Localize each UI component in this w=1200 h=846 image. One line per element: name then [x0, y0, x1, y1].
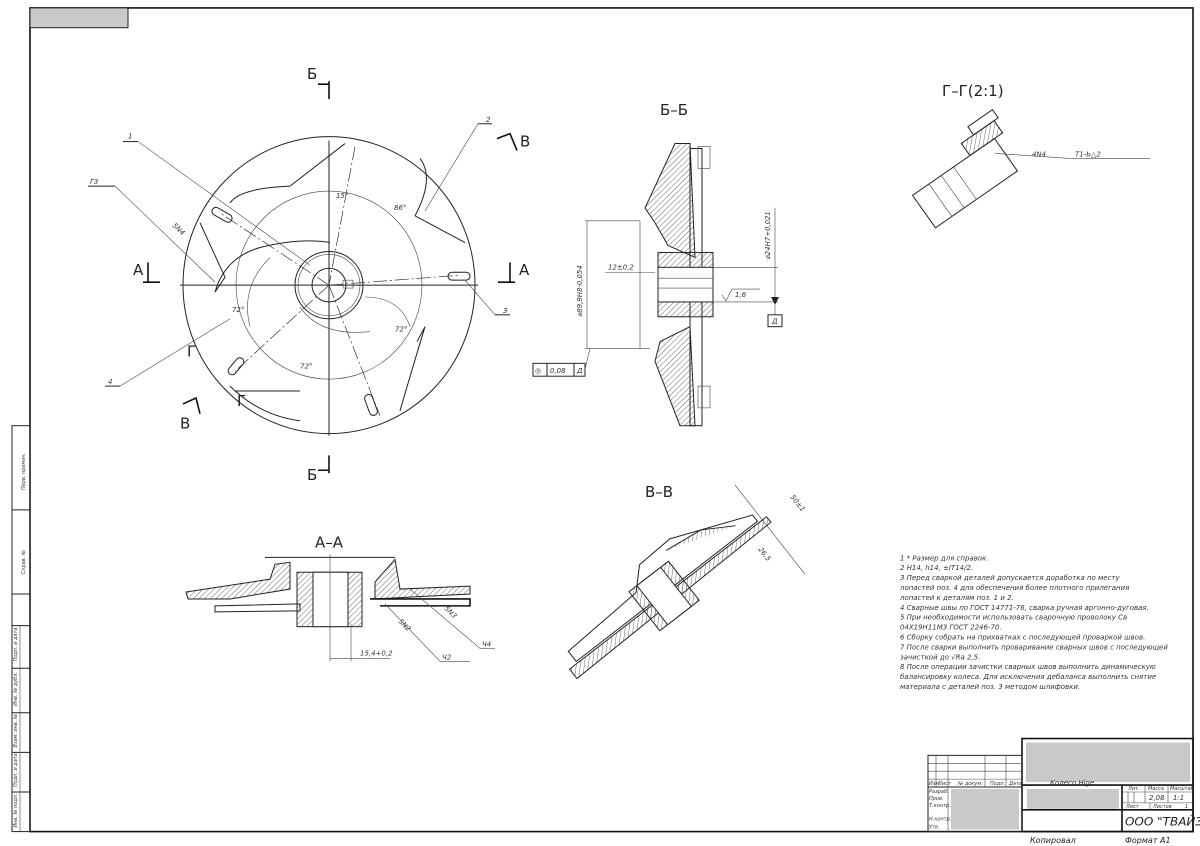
title-block: Колесо Hige Лит. Масса Масштаб 2,08 1:1 … — [927, 737, 1200, 833]
top-left-stamp — [30, 7, 128, 28]
role-label: Т.контр. — [929, 803, 951, 809]
hub-dim: 15,4+0,2 — [360, 649, 393, 657]
outer-diameter-dim: ⌀89,9H8-0,054 — [576, 265, 584, 316]
rev-header: Подп. — [990, 781, 1005, 787]
stamp-label: Подп. и дата — [13, 753, 19, 787]
note-line: 4 Сварные швы по ГОСТ 14771-76, сварка р… — [900, 604, 1149, 612]
section-title: В–В — [645, 483, 673, 501]
section-mark-v: В — [180, 415, 190, 433]
note-line: балансировку колеса. Для исключения деба… — [900, 673, 1156, 681]
rev-header: Дата — [1008, 781, 1022, 787]
note-line: зачисткой до √Ra 2,5. — [900, 653, 980, 661]
angle-dim: 72° — [232, 306, 244, 314]
concentricity-symbol: ◎ — [535, 367, 541, 375]
main-view-impeller: 1 2 3 4 Г3 5N4 15° 86° 72° 72° 72° Б Б А… — [88, 65, 530, 484]
note-line: 04Х19Н11М3 ГОСТ 2246-70. — [900, 624, 1002, 632]
note-line: лопастей к деталям поз. 1 и 2. — [899, 594, 1014, 602]
copied-label: Копировал — [1030, 836, 1076, 845]
section-mark-b: Б — [307, 466, 317, 484]
weld-flag: Ч2 — [442, 653, 451, 661]
technical-notes: 1 * Размер для справок. 2 Н14, h14, ±IT1… — [899, 554, 1168, 691]
callout-4: 4 — [108, 378, 112, 386]
sheets-value: 1 — [1185, 804, 1188, 810]
weld-dim: 4N4 — [1032, 150, 1046, 158]
roughness-mark: 1,6 — [735, 291, 747, 299]
side-stamp: Перв. примен. Справ. № Подп. и дата Инв.… — [11, 425, 31, 833]
section-mark-g: Г — [187, 342, 196, 360]
callout-1: 1 — [128, 133, 132, 141]
mass-header: Масса — [1148, 786, 1164, 792]
note-line: 7 После сварки выполнить проваривание св… — [900, 643, 1168, 651]
section-mark-v: В — [520, 133, 530, 151]
rev-header: № докум. — [957, 781, 983, 787]
format-label: Формат A1 — [1125, 836, 1171, 845]
note-line: лопастей поз. 4 для обеспечения более пл… — [899, 584, 1129, 592]
section-title: Б–Б — [660, 101, 688, 119]
scale-value: 1:1 — [1173, 794, 1184, 802]
weld-dim: 5N3 — [443, 605, 459, 621]
callout-3: 3 — [503, 307, 507, 315]
mass-value: 2,08 — [1149, 794, 1165, 802]
rev-header: Изм. — [929, 781, 941, 787]
callout-2: 2 — [486, 116, 490, 124]
rev-header: Лист — [937, 781, 952, 787]
section-mark-a: А — [133, 261, 144, 279]
datum-label: Д — [771, 318, 778, 326]
angle-dim: 72° — [395, 326, 407, 334]
angle-dim: 15° — [336, 192, 348, 200]
stamp-label: Инв. № дубл. — [13, 672, 19, 706]
weld-ref: Т1-Ь△2 — [1075, 150, 1101, 158]
role-label: Пров. — [929, 796, 944, 802]
weld-flag: Ч4 — [482, 641, 491, 649]
note-line: 6 Сборку собрать на прихватках с последу… — [900, 634, 1145, 642]
section-aa: А–А 15,4+0,2 5N2 5N3 Ч2 Ч4 — [185, 534, 495, 662]
tolerance-value: 0,08 — [550, 367, 566, 375]
angle-dim: 72° — [300, 362, 312, 370]
sheets-header: Листов — [1152, 804, 1172, 810]
stamp-label: Взам. инв. № — [13, 714, 19, 748]
role-label: Утв. — [929, 825, 939, 831]
section-mark-a: А — [519, 261, 530, 279]
part-name: Колесо Hige — [1050, 779, 1094, 787]
weld-dim: 5N2 — [397, 617, 413, 633]
note-line: 8 После операции зачистки сварных швов в… — [900, 663, 1156, 671]
note-line: 3 Перед сваркой деталей допускается дора… — [900, 574, 1121, 582]
section-mark-b: Б — [307, 65, 317, 83]
lit-header: Лит. — [1127, 786, 1140, 792]
note-line: материала с деталей поз. 3 методом шлифо… — [900, 683, 1080, 691]
scale-header: Масштаб — [1170, 786, 1194, 792]
note-line: 1 * Размер для справок. — [900, 554, 989, 562]
sheet-header: Лист — [1125, 804, 1140, 810]
designation-field — [1026, 742, 1190, 783]
weld-dim: 5N4 — [171, 221, 187, 237]
section-mark-g: Г — [237, 392, 246, 410]
section-gg: Г–Г(2:1) 4N4 Т1-Ь△2 — [911, 82, 1150, 229]
role-label: Н.контр. — [929, 817, 951, 823]
stamp-label: Подп. и дата — [13, 628, 19, 662]
width-dim: 26,5 — [756, 546, 772, 563]
section-title: Г–Г(2:1) — [942, 82, 1004, 100]
tolerance-datum: Д — [576, 367, 583, 375]
sheet-content: Перв. примен. Справ. № Подп. и дата Инв.… — [11, 7, 1200, 833]
role-label: Разраб. — [929, 789, 949, 795]
tolerance-frame: ◎ 0,08 Д — [532, 348, 591, 377]
section-title: А–А — [315, 534, 344, 552]
note-line: 2 Н14, h14, ±IT14/2. — [900, 564, 973, 572]
note-line: 5 При необходимости использовать сварочн… — [900, 614, 1127, 622]
company-name: ООО "ТВАЙЗ" — [1125, 814, 1200, 829]
stamp-label: Справ. № — [21, 550, 27, 574]
bore-diameter-dim: ⌀24H7+0,021 — [764, 211, 772, 259]
stamp-label: Инв. № подл. — [13, 794, 19, 828]
length-dim: 50±1 — [788, 493, 806, 513]
angle-dim: 86° — [394, 204, 406, 212]
stamp-label: Перв. примен. — [21, 453, 27, 490]
weld-flag: Г3 — [90, 178, 98, 186]
keyway-dim: 12±0,2 — [608, 263, 634, 271]
section-vv: В–В 50±1 26,5 — [567, 483, 807, 680]
drawing-frame — [29, 7, 1194, 833]
section-bb: Б–Б ⌀89,9H8-0,054 12±0,2 Д ⌀24H7+0,021 1… — [532, 101, 783, 427]
